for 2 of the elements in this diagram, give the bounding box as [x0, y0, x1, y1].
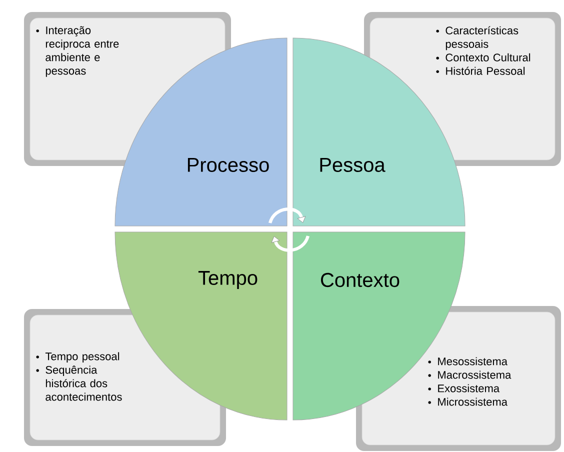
- cycle-arrow: [268, 208, 306, 224]
- cycle-arrow: [271, 235, 310, 252]
